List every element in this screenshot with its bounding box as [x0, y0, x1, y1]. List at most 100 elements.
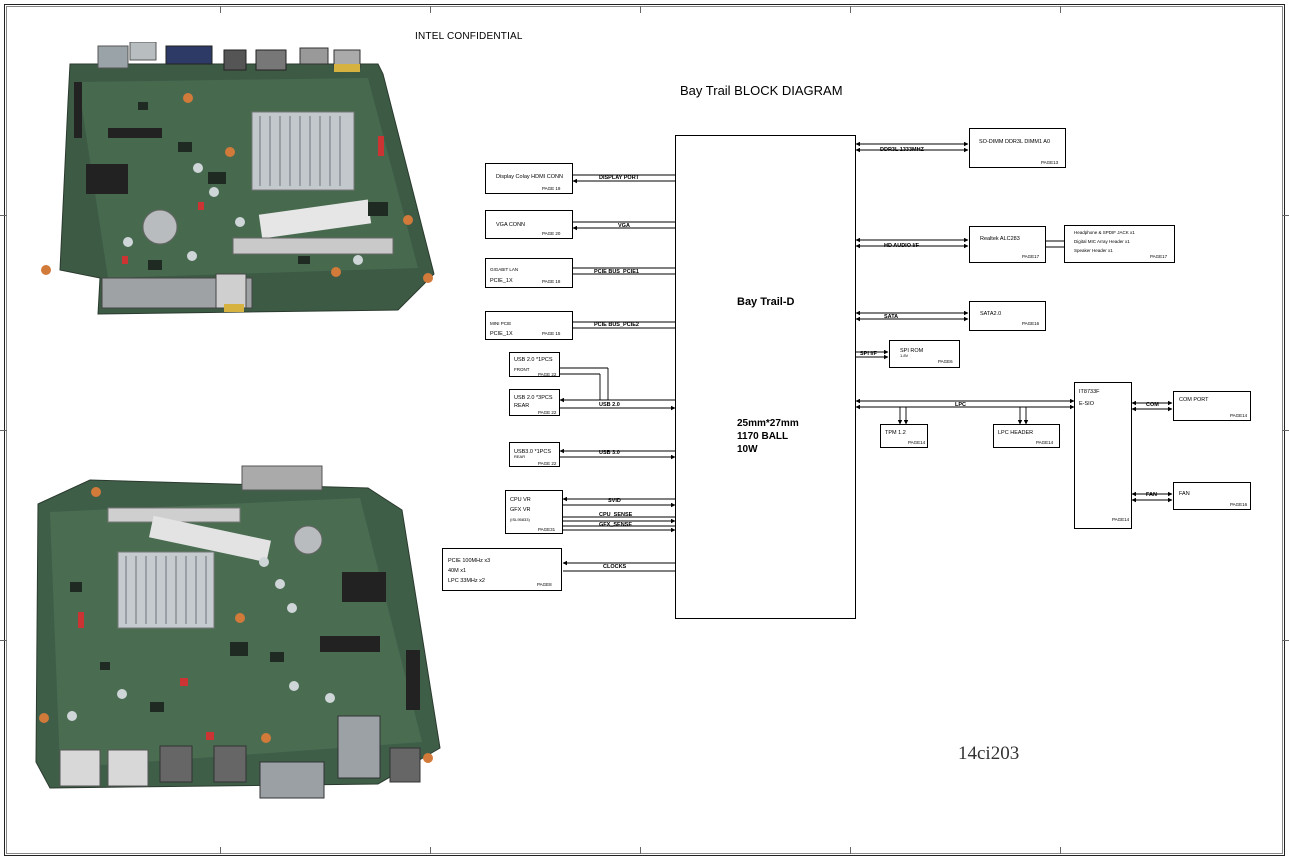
link-usb3: USB 3.0: [599, 450, 620, 456]
spi-rom-block: SPI ROM 1.8V PAGE6: [889, 340, 960, 368]
link-lpc: LPC: [955, 402, 966, 408]
gfx-vr-label: GFX VR: [510, 507, 531, 513]
usb-rear-page: PAGE 22: [538, 410, 557, 415]
speaker-header-label: Speaker Header x1: [1074, 248, 1113, 253]
usb-front-location: FRONT: [514, 367, 530, 372]
sata-block: SATA2.0 PAGE16: [969, 301, 1046, 331]
confidential-label: INTEL CONFIDENTIAL: [415, 31, 523, 42]
com-port-page: PAGE14: [1230, 413, 1248, 418]
audio-jacks-block: Headphone & SPDIF JACK x1 Digital MIC Ar…: [1064, 225, 1175, 263]
link-spi: SPI I/F: [860, 351, 877, 357]
frame-tick: [1060, 847, 1061, 854]
cpu-ball-count: 1170 BALL: [737, 431, 789, 442]
diagram-title: Bay Trail BLOCK DIAGRAM: [680, 83, 843, 98]
tpm-page: PAGE14: [908, 440, 926, 445]
spi-rom-label: SPI ROM: [900, 348, 924, 354]
link-cpu-sense: CPU_SENSE: [599, 512, 633, 518]
fan-block: FAN PAGE16: [1173, 482, 1251, 510]
usb-rear-block: USB 2.0 *3PCS REAR PAGE 22: [509, 389, 560, 416]
super-io-block: IT8733F E-SIO PAGE14: [1074, 382, 1132, 529]
frame-tick: [1060, 6, 1061, 13]
board-photo-top: [38, 42, 443, 327]
clock-pcie-label: PCIE 100MHz x3: [448, 558, 491, 564]
clocks-page: PAGE8: [537, 582, 552, 587]
com-port-block: COM PORT PAGE14: [1173, 391, 1251, 421]
sata-label: SATA2.0: [980, 311, 1002, 317]
link-ddr: DDR3L 1333MHZ: [880, 147, 924, 153]
usb-front-label: USB 2.0 *1PCS: [514, 357, 553, 363]
audio-codec-block: Realtek ALC283 PAGE17: [969, 226, 1046, 263]
link-clocks: CLOCKS: [603, 564, 627, 570]
frame-tick: [640, 6, 641, 13]
audio-jack-label: Headphone & SPDIF JACK x1: [1074, 230, 1135, 235]
cpu-name: Bay Trail-D: [737, 296, 795, 308]
frame-tick: [850, 847, 851, 854]
audio-jacks-page: PAGE17: [1150, 254, 1168, 259]
com-port-label: COM PORT: [1179, 397, 1209, 403]
sodimm-label: SO-DIMM DDR3L DIMM1 A0: [979, 139, 1051, 145]
super-io-type: E-SIO: [1079, 401, 1094, 407]
fan-page: PAGE16: [1230, 502, 1248, 507]
display-conn-label: Display Colay HDMI CONN: [496, 174, 563, 180]
lan-bus-label: PCIE_1X: [490, 278, 513, 284]
link-display-port: DISPLAY PORT: [599, 175, 640, 181]
usb3-page: PAGE 22: [538, 461, 557, 466]
cpu-package-size: 25mm*27mm: [737, 418, 799, 429]
minipcie-label: MINI PCIE: [490, 321, 512, 326]
minipcie-bus-label: PCIE_1X: [490, 331, 513, 337]
cpu-power: 10W: [737, 444, 758, 455]
mic-header-label: Digital MIC Array Header x1: [1074, 239, 1130, 244]
frame-tick: [0, 430, 7, 431]
vga-conn-page: PAGE 20: [542, 231, 561, 236]
frame-tick: [220, 6, 221, 13]
lpc-header-label: LPC HEADER: [998, 430, 1034, 436]
vr-page: PAGE31: [538, 527, 556, 532]
usb3-location: REAR: [514, 454, 526, 459]
document-code: 14ci203: [958, 743, 1020, 764]
frame-tick: [1282, 215, 1289, 216]
fan-label: FAN: [1179, 491, 1190, 497]
sodimm-page: PAGE13: [1041, 160, 1059, 165]
usb3-label: USB3.0 *1PCS: [514, 449, 551, 455]
cpu-vr-label: CPU VR: [510, 497, 531, 503]
frame-tick: [430, 847, 431, 854]
clocks-block: PCIE 100MHz x3 40M x1 LPC 33MHz x2 PAGE8: [442, 548, 562, 591]
frame-tick: [430, 6, 431, 13]
tpm-label: TPM 1.2: [885, 430, 906, 436]
frame-tick: [640, 847, 641, 854]
link-sata: SATA: [884, 314, 899, 320]
link-fan: FAN: [1146, 492, 1157, 498]
usb-rear-label: USB 2.0 *3PCS: [514, 395, 553, 401]
usb3-block: USB3.0 *1PCS REAR PAGE 22: [509, 442, 560, 467]
usb-front-page: PAGE 22: [538, 372, 557, 377]
frame-tick: [1282, 430, 1289, 431]
clock-lpc-label: LPC 33MHz x2: [448, 578, 485, 584]
link-pcie2: PCIE BUS_PCIE2: [594, 322, 639, 328]
usb-front-block: USB 2.0 *1PCS FRONT PAGE 22: [509, 352, 560, 377]
minipcie-page: PAGE 15: [542, 331, 561, 336]
vga-conn-block: VGA CONN PAGE 20: [485, 210, 573, 239]
vga-conn-label: VGA CONN: [496, 222, 526, 228]
link-hd-audio: HD AUDIO I/F: [884, 243, 919, 249]
audio-codec-label: Realtek ALC283: [980, 236, 1020, 242]
lpc-header-block: LPC HEADER PAGE14: [993, 424, 1060, 448]
lan-page: PAGE 18: [542, 279, 561, 284]
link-gfx-sense: GFX_SENSE: [599, 522, 633, 528]
tpm-block: TPM 1.2 PAGE14: [880, 424, 928, 448]
frame-tick: [220, 847, 221, 854]
clock-40m-label: 40M x1: [448, 568, 467, 574]
audio-codec-page: PAGE17: [1022, 254, 1040, 259]
vr-controller-label: (ISL95833): [510, 517, 530, 522]
link-pcie1: PCIE BUS_PCIE1: [594, 269, 639, 275]
spi-rom-page: PAGE6: [938, 359, 953, 364]
lan-block: GIGABIT LAN PCIE_1X PAGE 18: [485, 258, 573, 288]
minipcie-block: MINI PCIE PCIE_1X PAGE 15: [485, 311, 573, 340]
lpc-header-page: PAGE14: [1036, 440, 1054, 445]
frame-tick: [0, 215, 7, 216]
frame-tick: [850, 6, 851, 13]
usb-rear-location: REAR: [514, 403, 530, 409]
cpu-block: Bay Trail-D 25mm*27mm 1170 BALL 10W: [675, 135, 856, 619]
link-usb2: USB 2.0: [599, 402, 620, 408]
board-photo-bottom: [30, 462, 442, 802]
super-io-page: PAGE14: [1112, 517, 1130, 522]
